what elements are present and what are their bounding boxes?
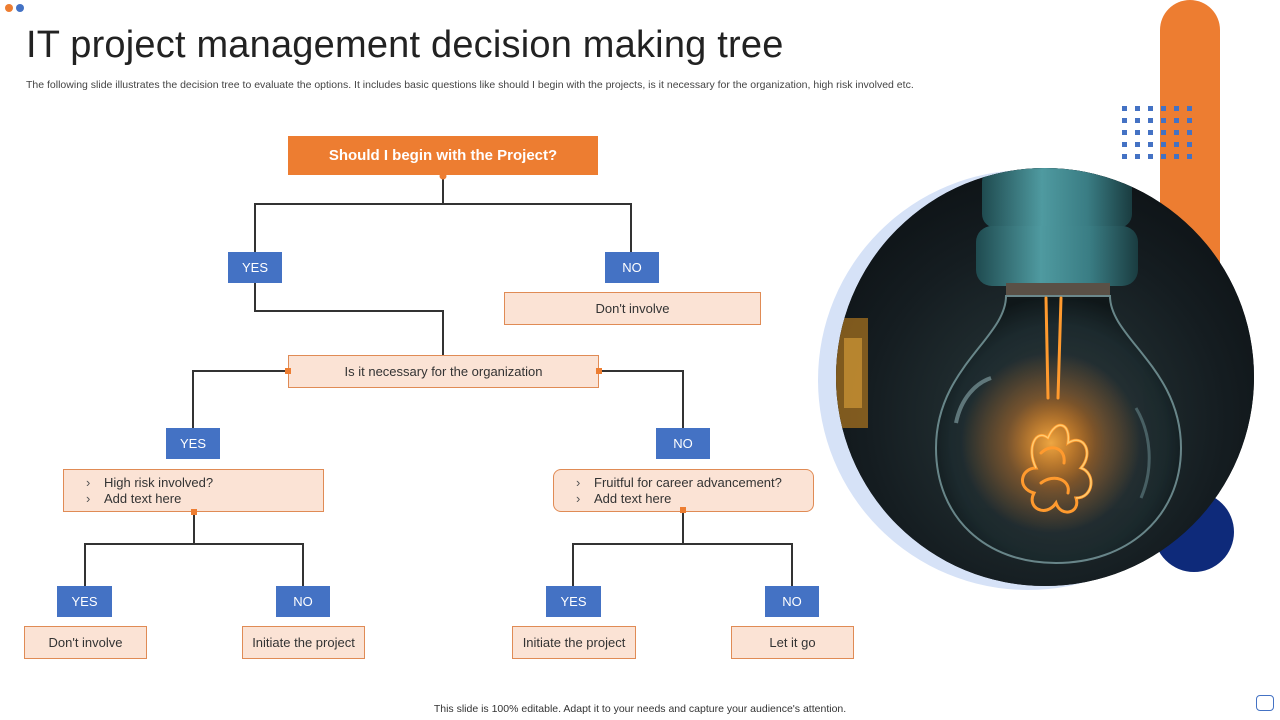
decor-grid-dot bbox=[1135, 130, 1140, 135]
decor-grid-dot bbox=[1135, 154, 1140, 159]
decor-grid-dot bbox=[1148, 130, 1153, 135]
decor-dot-grid bbox=[1122, 106, 1192, 166]
root-question-text: Should I begin with the Project? bbox=[328, 147, 558, 164]
right-no-result-box: Let it go bbox=[731, 626, 854, 659]
left-branch-item: Add text here bbox=[86, 491, 181, 507]
yes-text: YES bbox=[71, 594, 98, 609]
decor-grid-dot bbox=[1161, 130, 1166, 135]
decor-grid-dot bbox=[1135, 118, 1140, 123]
connector-square bbox=[285, 368, 291, 374]
connector-square bbox=[596, 368, 602, 374]
root-question-box: Should I begin with the Project? bbox=[288, 136, 598, 175]
decor-grid-dot bbox=[1187, 118, 1192, 123]
decor-dot-blue bbox=[16, 4, 24, 12]
decor-grid-dot bbox=[1161, 142, 1166, 147]
root-no-result-text: Don't involve bbox=[595, 301, 670, 316]
left-yes-label: YES bbox=[57, 586, 112, 617]
decor-grid-dot bbox=[1174, 118, 1179, 123]
root-no-label: NO bbox=[605, 252, 659, 283]
decor-grid-dot bbox=[1174, 130, 1179, 135]
decor-grid-dot bbox=[1187, 154, 1192, 159]
right-yes-result-box: Initiate the project bbox=[512, 626, 636, 659]
decor-grid-dot bbox=[1148, 154, 1153, 159]
light-bulb-photo bbox=[836, 168, 1254, 586]
left-no-result-text: Initiate the project bbox=[252, 635, 355, 650]
no-text: NO bbox=[293, 594, 313, 609]
no-text: NO bbox=[673, 436, 693, 451]
page-title: IT project management decision making tr… bbox=[26, 24, 784, 66]
no-text: NO bbox=[782, 594, 802, 609]
decor-dot-orange bbox=[5, 4, 13, 12]
decor-grid-dot bbox=[1187, 106, 1192, 111]
decor-grid-dot bbox=[1148, 118, 1153, 123]
left-no-result-box: Initiate the project bbox=[242, 626, 365, 659]
decor-grid-dot bbox=[1161, 106, 1166, 111]
right-no-label: NO bbox=[765, 586, 819, 617]
decor-grid-dot bbox=[1148, 106, 1153, 111]
decor-grid-dot bbox=[1174, 142, 1179, 147]
decor-grid-dot bbox=[1122, 130, 1127, 135]
left-branch-box: High risk involved? Add text here bbox=[63, 469, 324, 512]
decor-grid-dot bbox=[1148, 142, 1153, 147]
right-branch-box: Fruitful for career advancement? Add tex… bbox=[553, 469, 814, 512]
root-yes-label: YES bbox=[228, 252, 282, 283]
decor-grid-dot bbox=[1135, 142, 1140, 147]
right-no-result-text: Let it go bbox=[769, 635, 816, 650]
decor-grid-dot bbox=[1174, 106, 1179, 111]
question2-box: Is it necessary for the organization bbox=[288, 355, 599, 388]
root-no-result-box: Don't involve bbox=[504, 292, 761, 325]
yes-text: YES bbox=[179, 436, 206, 451]
decor-grid-dot bbox=[1187, 130, 1192, 135]
question2-text: Is it necessary for the organization bbox=[344, 364, 543, 379]
decor-grid-dot bbox=[1135, 106, 1140, 111]
right-yes-label: YES bbox=[546, 586, 601, 617]
decor-grid-dot bbox=[1174, 154, 1179, 159]
left-no-label: NO bbox=[276, 586, 330, 617]
decor-grid-dot bbox=[1122, 106, 1127, 111]
left-yes-result-box: Don't involve bbox=[24, 626, 147, 659]
page-subtitle: The following slide illustrates the deci… bbox=[26, 79, 914, 91]
decor-grid-dot bbox=[1161, 154, 1166, 159]
q2-yes-label: YES bbox=[166, 428, 220, 459]
q2-no-label: NO bbox=[656, 428, 710, 459]
right-yes-result-text: Initiate the project bbox=[522, 635, 626, 650]
yes-text: YES bbox=[560, 594, 587, 609]
light-bulb-image bbox=[836, 168, 1254, 586]
decor-grid-dot bbox=[1122, 154, 1127, 159]
left-yes-result-text: Don't involve bbox=[48, 635, 123, 650]
slide-frame-icon[interactable] bbox=[1256, 695, 1274, 711]
right-branch-item: Add text here bbox=[576, 491, 671, 507]
connector-square bbox=[680, 507, 686, 513]
tree-connectors bbox=[84, 172, 793, 586]
right-branch-item: Fruitful for career advancement? bbox=[576, 475, 782, 491]
yes-text: YES bbox=[241, 260, 268, 275]
decor-grid-dot bbox=[1187, 142, 1192, 147]
decor-grid-dot bbox=[1122, 118, 1127, 123]
decor-grid-dot bbox=[1161, 118, 1166, 123]
connector-square bbox=[191, 509, 197, 515]
decor-grid-dot bbox=[1122, 142, 1127, 147]
left-branch-item: High risk involved? bbox=[86, 475, 213, 491]
no-text: NO bbox=[622, 260, 642, 275]
footer-note: This slide is 100% editable. Adapt it to… bbox=[433, 703, 847, 715]
